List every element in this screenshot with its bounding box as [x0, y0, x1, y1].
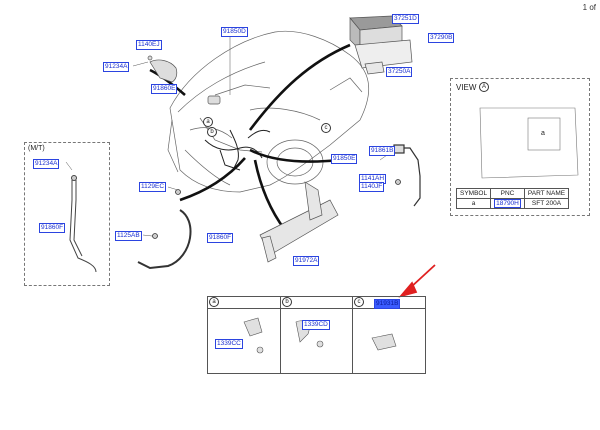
symbol-table-header: SYMBOL PNC PART NAME: [455, 188, 570, 199]
symbol-table: SYMBOL PNC PART NAME a 18790H SFT 200A: [455, 188, 570, 209]
view-label: VIEW: [456, 83, 477, 92]
col-symbol: SYMBOL: [455, 188, 492, 199]
page-indicator: 1 of: [582, 3, 596, 12]
view-symbol-a: a: [541, 130, 545, 137]
table-row: a 18790H SFT 200A: [455, 198, 570, 209]
view-marker: A: [479, 82, 489, 92]
mt-label: (M/T): [28, 145, 45, 152]
part-link-91860f[interactable]: 91860F: [207, 233, 234, 243]
col-part-name: PART NAME: [523, 188, 570, 199]
detail-inset: [207, 296, 426, 374]
inset-header: [208, 297, 425, 309]
col-pnc: PNC: [490, 188, 525, 199]
part-link-18790h[interactable]: 18790H: [494, 198, 521, 208]
battery-cable-right: [393, 144, 421, 207]
callout-c: c: [321, 123, 331, 133]
red-arrow-indicator: [398, 264, 436, 298]
cell-symbol: a: [455, 198, 492, 209]
inset-header-b: b: [282, 297, 292, 307]
battery-cable-lower: [137, 189, 192, 270]
cell-part-name: SFT 200A: [523, 198, 570, 209]
ground-strap-top: [147, 55, 221, 105]
part-link-1125ab[interactable]: 1125AB: [115, 231, 142, 241]
part-link-91860f-mt[interactable]: 91860F: [39, 223, 66, 233]
part-link-37250a[interactable]: 37250A: [386, 67, 413, 77]
part-link-1339cd[interactable]: 1339CD: [302, 320, 330, 330]
part-link-1339cc[interactable]: 1339CC: [215, 339, 243, 349]
view-a-diagram: [479, 107, 579, 179]
inset-divider-2: [352, 297, 353, 373]
cell-pnc: 18790H: [490, 198, 525, 209]
part-link-91861b[interactable]: 91861B: [369, 146, 396, 156]
inset-header-c: c: [354, 297, 364, 307]
part-link-37290b[interactable]: 37290B: [428, 33, 455, 43]
inset-parts: [243, 317, 397, 354]
part-link-91850e[interactable]: 91850E: [331, 154, 358, 164]
part-link-91860e[interactable]: 91860E: [151, 84, 178, 94]
mt-variant-box: [24, 142, 110, 286]
part-link-91234a-top[interactable]: 91234A: [103, 62, 130, 72]
view-a-box: [450, 78, 590, 216]
inset-divider-1: [280, 297, 281, 373]
callout-a: a: [203, 117, 213, 127]
battery-tray-bracket: [259, 181, 339, 263]
part-link-1140ej[interactable]: 1140EJ: [136, 40, 162, 50]
part-link-1129ec[interactable]: 1129EC: [139, 182, 167, 192]
part-link-91850d[interactable]: 91850D: [221, 27, 248, 37]
mt-ground-cable: [69, 175, 97, 273]
part-link-1140jf[interactable]: 1140JF: [359, 182, 385, 192]
battery-assembly: [349, 15, 413, 75]
part-link-91234a-mt[interactable]: 91234A: [33, 159, 60, 169]
part-link-91972a[interactable]: 91972A: [293, 256, 320, 266]
part-link-91931b-highlighted[interactable]: 91931B: [374, 299, 401, 309]
vehicle-outline: [167, 30, 369, 193]
callout-b: b: [207, 127, 217, 137]
inset-header-a: a: [209, 297, 219, 307]
part-link-37251d[interactable]: 37251D: [392, 14, 419, 24]
